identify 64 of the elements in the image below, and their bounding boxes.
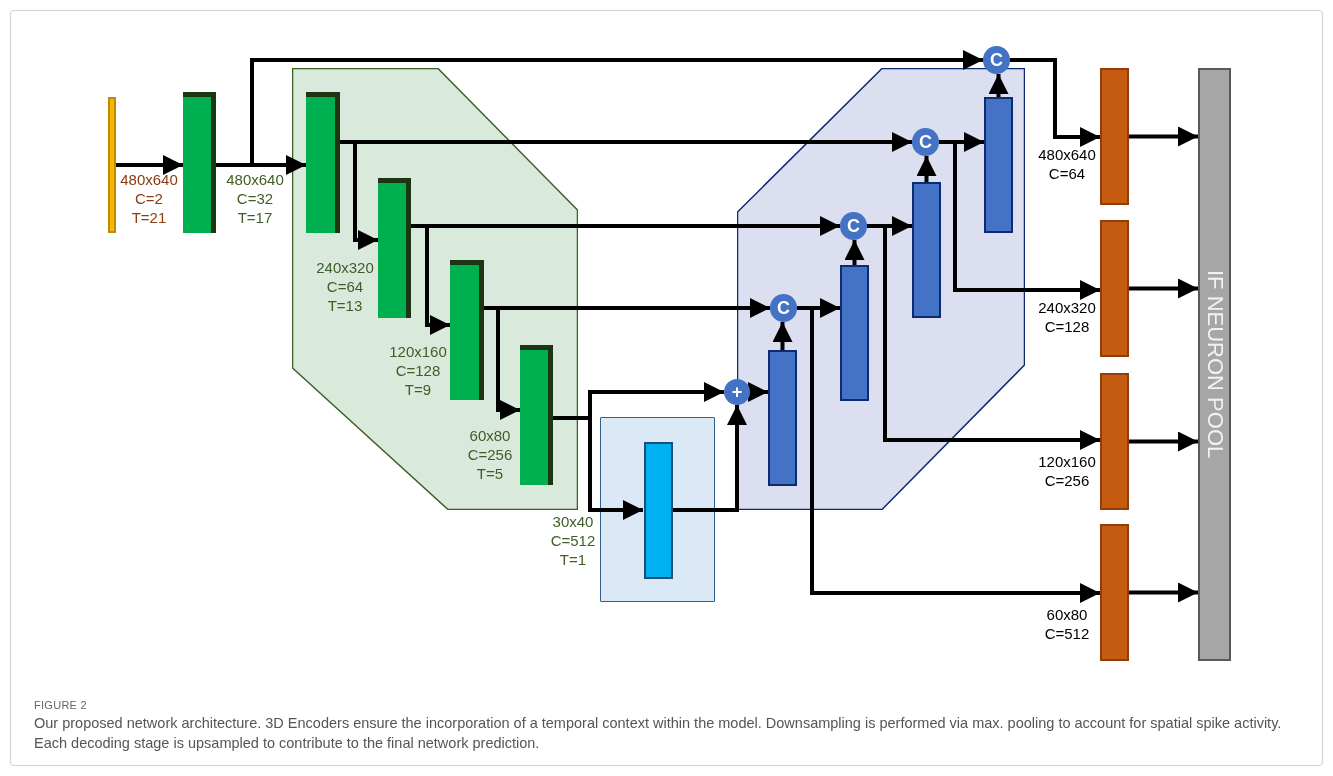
arrow [748, 382, 768, 402]
decoder-block [984, 97, 1013, 233]
dimension-label: T=17 [237, 208, 273, 227]
operator-symbol: + [731, 383, 743, 401]
output-block [1100, 524, 1129, 661]
dimension-label: 60x80 [1046, 605, 1088, 624]
arrow [116, 155, 183, 175]
dimension-label: T=5 [476, 464, 504, 483]
encoder-block [520, 345, 553, 485]
arrow [672, 405, 747, 512]
operator-symbol: C [847, 217, 860, 235]
dimension-label: C=256 [467, 445, 513, 464]
arrow [772, 322, 793, 350]
output-block [1100, 220, 1129, 357]
dimension-label: 240x320 [1038, 298, 1096, 317]
arrow [1129, 126, 1198, 147]
output-block [1100, 373, 1129, 510]
figure-number: FIGURE 2 [34, 698, 87, 713]
arrow [844, 240, 865, 265]
bottleneck-panel [600, 417, 715, 602]
dimension-label: 60x80 [469, 426, 511, 445]
bottleneck-block [644, 442, 673, 579]
arrow [1129, 278, 1198, 299]
dimension-label: C=32 [236, 189, 274, 208]
dimension-label: C=128 [395, 361, 441, 380]
neuron-pool-bar [1198, 68, 1231, 661]
dimension-label: C=512 [1044, 624, 1090, 643]
arrow [1010, 58, 1100, 147]
encoder-block [306, 92, 340, 233]
region-panel [292, 68, 578, 510]
arrow [988, 74, 1009, 97]
decoder-block [840, 265, 869, 401]
output-block [1100, 68, 1129, 205]
dimension-label: C=2 [135, 189, 163, 208]
dimension-label: T=1 [559, 550, 587, 569]
arrow [1129, 431, 1198, 452]
encoder-block [378, 178, 411, 318]
operator-symbol: C [990, 51, 1003, 69]
dimension-label: C=64 [1048, 164, 1086, 183]
decoder-block [768, 350, 797, 486]
dimension-label: C=128 [1044, 317, 1090, 336]
figure-caption: Our proposed network architecture. 3D Encoders ensure the incorporation of a temporal context within the model. Downsampling is performed via max. pooling to account for spatial spike activity. Each decoding stage is upsampled to contribute to the final network prediction. [34, 714, 1283, 753]
operator-symbol: C [777, 299, 790, 317]
arrow [916, 156, 937, 182]
dimension-label: T=9 [404, 380, 432, 399]
dimension-label: C=512 [550, 531, 596, 550]
dimension-label: 30x40 [552, 512, 594, 531]
dimension-label: 480x640 [1038, 145, 1096, 164]
dimension-label: C=256 [1044, 471, 1090, 490]
dimension-label: 120x160 [1038, 452, 1096, 471]
dimension-label: C=64 [326, 277, 364, 296]
input-bar [108, 97, 116, 233]
dimension-label: 480x640 [120, 170, 178, 189]
dimension-label: T=13 [327, 296, 363, 315]
arrow [1129, 582, 1198, 603]
dimension-label: 480x640 [226, 170, 284, 189]
dimension-label: T=21 [131, 208, 167, 227]
dimension-label: 240x320 [316, 258, 374, 277]
pool-label: IF NEURON POOL [1203, 270, 1226, 459]
decoder-block [912, 182, 941, 318]
encoder-block [450, 260, 484, 400]
operator-symbol: C [919, 133, 932, 151]
encoder-block [183, 92, 216, 233]
dimension-label: 120x160 [389, 342, 447, 361]
